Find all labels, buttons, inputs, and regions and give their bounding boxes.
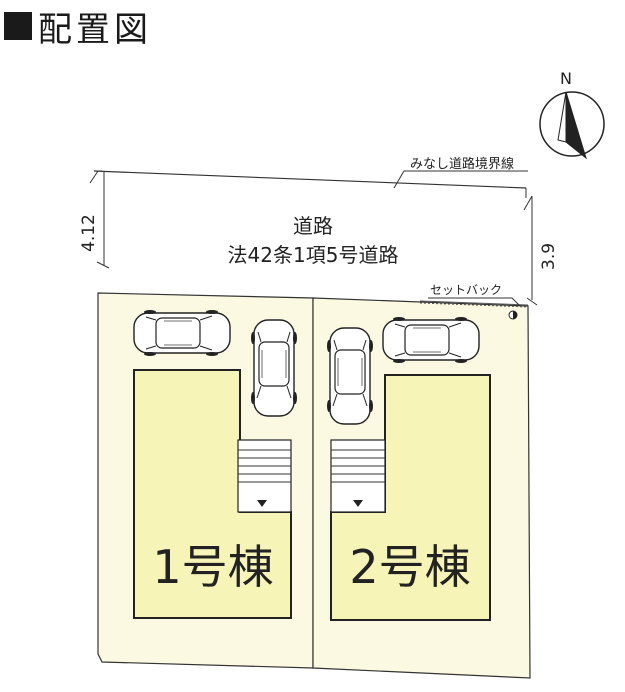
- building-1-label: 1号棟: [152, 540, 273, 594]
- setback-strip: セットバック: [419, 283, 529, 320]
- road-width-right: 3.9: [526, 196, 559, 306]
- road-boundary: みなし道路境界線: [89, 156, 533, 211]
- compass-label: N: [560, 69, 572, 88]
- car-icon: [250, 319, 298, 417]
- road-boundary-label: みなし道路境界線: [410, 156, 514, 172]
- building-2-label: 2号棟: [349, 540, 470, 594]
- page-title: 配置図: [4, 4, 152, 50]
- car-icon: [133, 309, 231, 357]
- car-icon: [326, 327, 374, 425]
- road-law: 法42条1項5号道路: [228, 243, 399, 267]
- car-icon: [382, 316, 480, 364]
- north-arrow-icon: N: [539, 69, 605, 160]
- road-width-right-label: 3.9: [539, 243, 559, 270]
- road-name: 道路: [293, 214, 333, 238]
- road-width-left: 4.12: [79, 172, 110, 269]
- building-1: 1号棟: [133, 369, 292, 619]
- title-square-icon: [4, 12, 32, 40]
- entrance-arrow-icon: [257, 500, 267, 507]
- entrance-arrow-icon: [353, 500, 363, 507]
- road-width-left-label: 4.12: [79, 214, 99, 252]
- title-text: 配置図: [38, 9, 152, 50]
- setback-label: セットバック: [430, 283, 502, 297]
- building-2: 2号棟: [330, 374, 491, 621]
